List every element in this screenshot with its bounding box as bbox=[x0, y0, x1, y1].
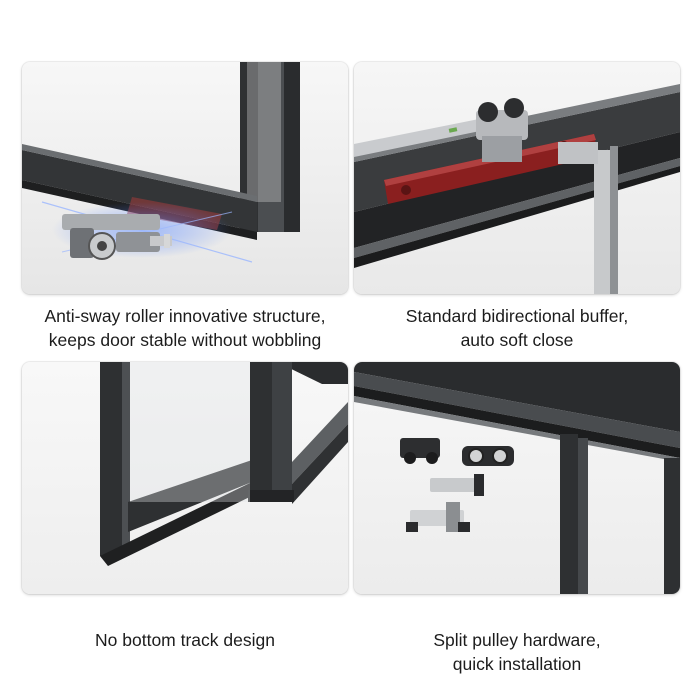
feature-panel-buffer: Standard bidirectional buffer, auto soft… bbox=[354, 62, 680, 352]
caption-line: keeps door stable without wobbling bbox=[48, 330, 322, 350]
buffer-track-photo bbox=[354, 62, 680, 294]
caption-line: auto soft close bbox=[460, 330, 574, 350]
feature-caption: Split pulley hardware, quick installatio… bbox=[354, 628, 680, 676]
pulley-hardware-photo bbox=[354, 362, 680, 594]
feature-caption: No bottom track design bbox=[22, 628, 348, 652]
feature-panel-split-pulley: Split pulley hardware, quick installatio… bbox=[354, 362, 680, 676]
door-frame-photo bbox=[22, 362, 348, 594]
feature-panel-anti-sway: Anti-sway roller innovative structure, k… bbox=[22, 62, 348, 352]
caption-line: quick installation bbox=[452, 654, 582, 674]
feature-caption: Anti-sway roller innovative structure, k… bbox=[22, 304, 348, 352]
caption-line: Anti-sway roller innovative structure, bbox=[44, 306, 326, 326]
caption-line: Standard bidirectional buffer, bbox=[405, 306, 629, 326]
feature-panel-no-bottom-track: No bottom track design bbox=[22, 362, 348, 652]
feature-caption: Standard bidirectional buffer, auto soft… bbox=[354, 304, 680, 352]
caption-line: Split pulley hardware, bbox=[433, 630, 601, 650]
roller-closeup-photo bbox=[22, 62, 348, 294]
caption-line: No bottom track design bbox=[95, 630, 275, 650]
